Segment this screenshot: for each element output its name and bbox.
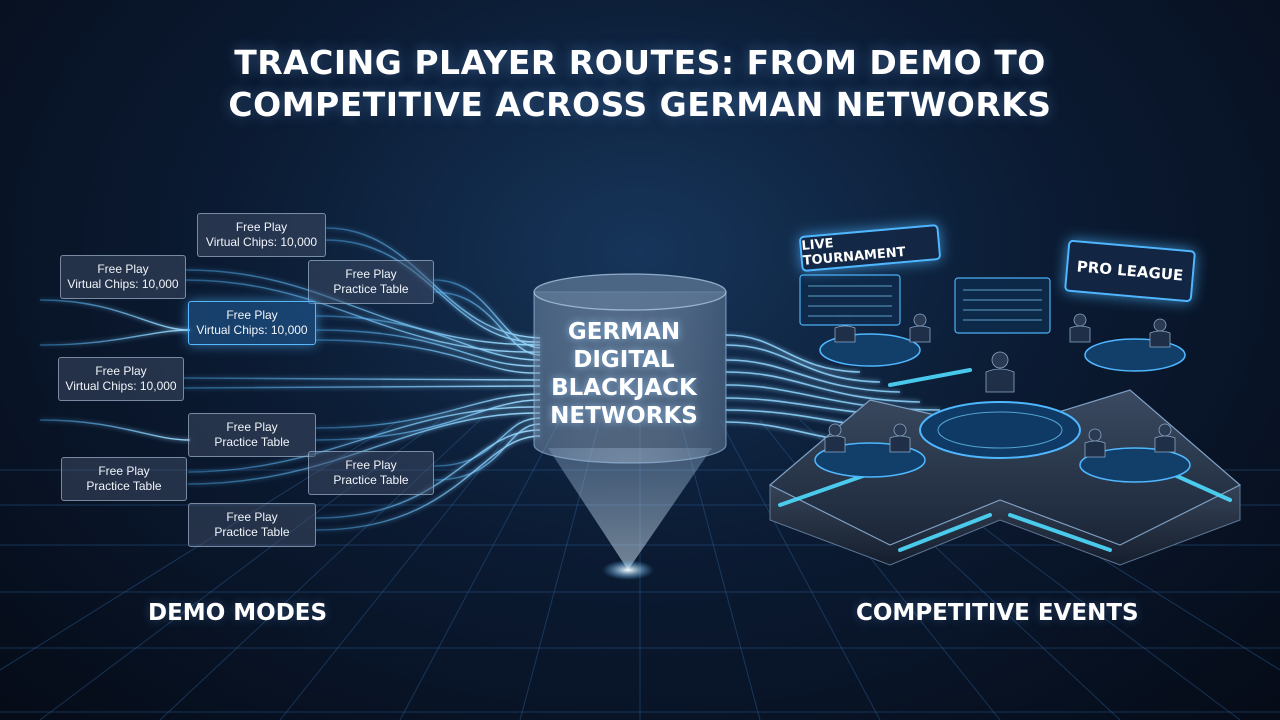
demo-card: Free Play Virtual Chips: 10,000 bbox=[60, 255, 186, 299]
player-figure bbox=[909, 313, 931, 343]
hub-label-line: NETWORKS bbox=[550, 403, 698, 429]
player-figure bbox=[889, 423, 911, 453]
flow-line bbox=[315, 393, 541, 429]
scoreboard-center bbox=[954, 277, 1051, 334]
competitive-events-label: COMPETITIVE EVENTS bbox=[856, 600, 1139, 626]
center-table bbox=[919, 401, 1081, 459]
neon-strip bbox=[1008, 513, 1112, 552]
demo-card-detail: Virtual Chips: 10,000 bbox=[65, 379, 177, 393]
flow-line bbox=[433, 291, 541, 356]
title-line-2: COMPETITIVE ACROSS GERMAN NETWORKS bbox=[228, 85, 1052, 124]
demo-card-detail: Virtual Chips: 10,000 bbox=[67, 277, 179, 291]
flow-line bbox=[725, 359, 901, 393]
player-figure bbox=[1069, 313, 1091, 343]
title-line-1: TRACING PLAYER ROUTES: FROM DEMO TO bbox=[234, 43, 1046, 82]
pro-league-panel: PRO LEAGUE bbox=[1063, 239, 1197, 303]
platform-top bbox=[768, 389, 1242, 546]
demo-card-detail: Virtual Chips: 10,000 bbox=[205, 235, 318, 249]
pro-league-label: PRO LEAGUE bbox=[1076, 257, 1184, 285]
flow-line bbox=[187, 406, 541, 473]
flow-line bbox=[315, 435, 541, 531]
demo-card: Free Play Practice Table bbox=[61, 457, 187, 501]
table-right-bottom bbox=[1079, 447, 1191, 483]
demo-card: Free Play Practice Table bbox=[188, 413, 316, 457]
demo-card-title: Free Play bbox=[226, 420, 278, 434]
demo-card-detail: Practice Table bbox=[333, 282, 409, 296]
flow-line bbox=[725, 371, 921, 403]
flow-line bbox=[315, 429, 541, 519]
competitive-arena-illustration bbox=[768, 274, 1242, 566]
demo-card-detail: Practice Table bbox=[333, 473, 409, 487]
flow-line bbox=[39, 299, 191, 331]
flow-line bbox=[187, 412, 541, 485]
player-figure bbox=[824, 423, 846, 453]
demo-modes-label: DEMO MODES bbox=[148, 600, 328, 626]
hub-label: GERMAN DIGITAL BLACKJACK NETWORKS bbox=[534, 318, 714, 430]
scoreboard-left bbox=[799, 274, 901, 326]
cylinder-top bbox=[533, 273, 727, 311]
player-figure bbox=[1149, 318, 1171, 348]
center-table-glow bbox=[937, 411, 1063, 449]
flow-line bbox=[39, 329, 191, 346]
page-title: TRACING PLAYER ROUTES: FROM DEMO TO COMP… bbox=[0, 42, 1280, 126]
demo-card-detail: Practice Table bbox=[214, 435, 290, 449]
hub-label-line: GERMAN bbox=[567, 319, 681, 345]
player-figure bbox=[985, 351, 1015, 393]
demo-card-title: Free Play bbox=[345, 458, 397, 472]
flow-line bbox=[185, 279, 541, 353]
flow-line bbox=[315, 399, 541, 441]
player-figure bbox=[1154, 423, 1176, 453]
neon-strip bbox=[898, 513, 992, 552]
demo-card-highlighted: Free Play Virtual Chips: 10,000 bbox=[188, 301, 316, 345]
flow-line bbox=[183, 385, 541, 389]
demo-card: Free Play Virtual Chips: 10,000 bbox=[197, 213, 326, 257]
player-figure bbox=[1084, 428, 1106, 458]
demo-card: Free Play Practice Table bbox=[308, 260, 434, 304]
flow-line bbox=[315, 329, 541, 367]
demo-card-title: Free Play bbox=[226, 510, 278, 524]
flow-line bbox=[315, 315, 541, 361]
demo-card-title: Free Play bbox=[345, 267, 397, 281]
flow-line bbox=[185, 269, 541, 346]
funnel-tip-glow bbox=[602, 560, 654, 580]
demo-card-detail: Practice Table bbox=[214, 525, 290, 539]
network-hub-funnel bbox=[533, 273, 727, 580]
demo-card-detail: Practice Table bbox=[86, 479, 162, 493]
cylinder-body bbox=[533, 291, 727, 464]
hub-label-line: DIGITAL bbox=[573, 347, 675, 373]
flow-line bbox=[725, 344, 881, 383]
funnel-cone bbox=[548, 448, 712, 570]
demo-card: Free Play Practice Table bbox=[188, 503, 316, 547]
flow-line bbox=[315, 339, 541, 374]
flow-line bbox=[433, 279, 541, 349]
demo-card-title: Free Play bbox=[235, 220, 288, 234]
flow-line bbox=[39, 419, 191, 441]
flow-line bbox=[183, 377, 541, 381]
flow-line bbox=[725, 334, 861, 373]
neon-strip bbox=[888, 368, 972, 387]
demo-card-title: Free Play bbox=[98, 464, 150, 478]
demo-card-title: Free Play bbox=[95, 364, 147, 378]
hub-label-line: BLACKJACK bbox=[551, 375, 697, 401]
demo-card: Free Play Practice Table bbox=[308, 451, 434, 495]
demo-card-title: Free Play bbox=[226, 308, 278, 322]
demo-card-title: Free Play bbox=[97, 262, 149, 276]
flow-line bbox=[433, 423, 541, 481]
demo-card-detail: Virtual Chips: 10,000 bbox=[196, 323, 308, 337]
demo-card: Free Play Virtual Chips: 10,000 bbox=[58, 357, 184, 401]
